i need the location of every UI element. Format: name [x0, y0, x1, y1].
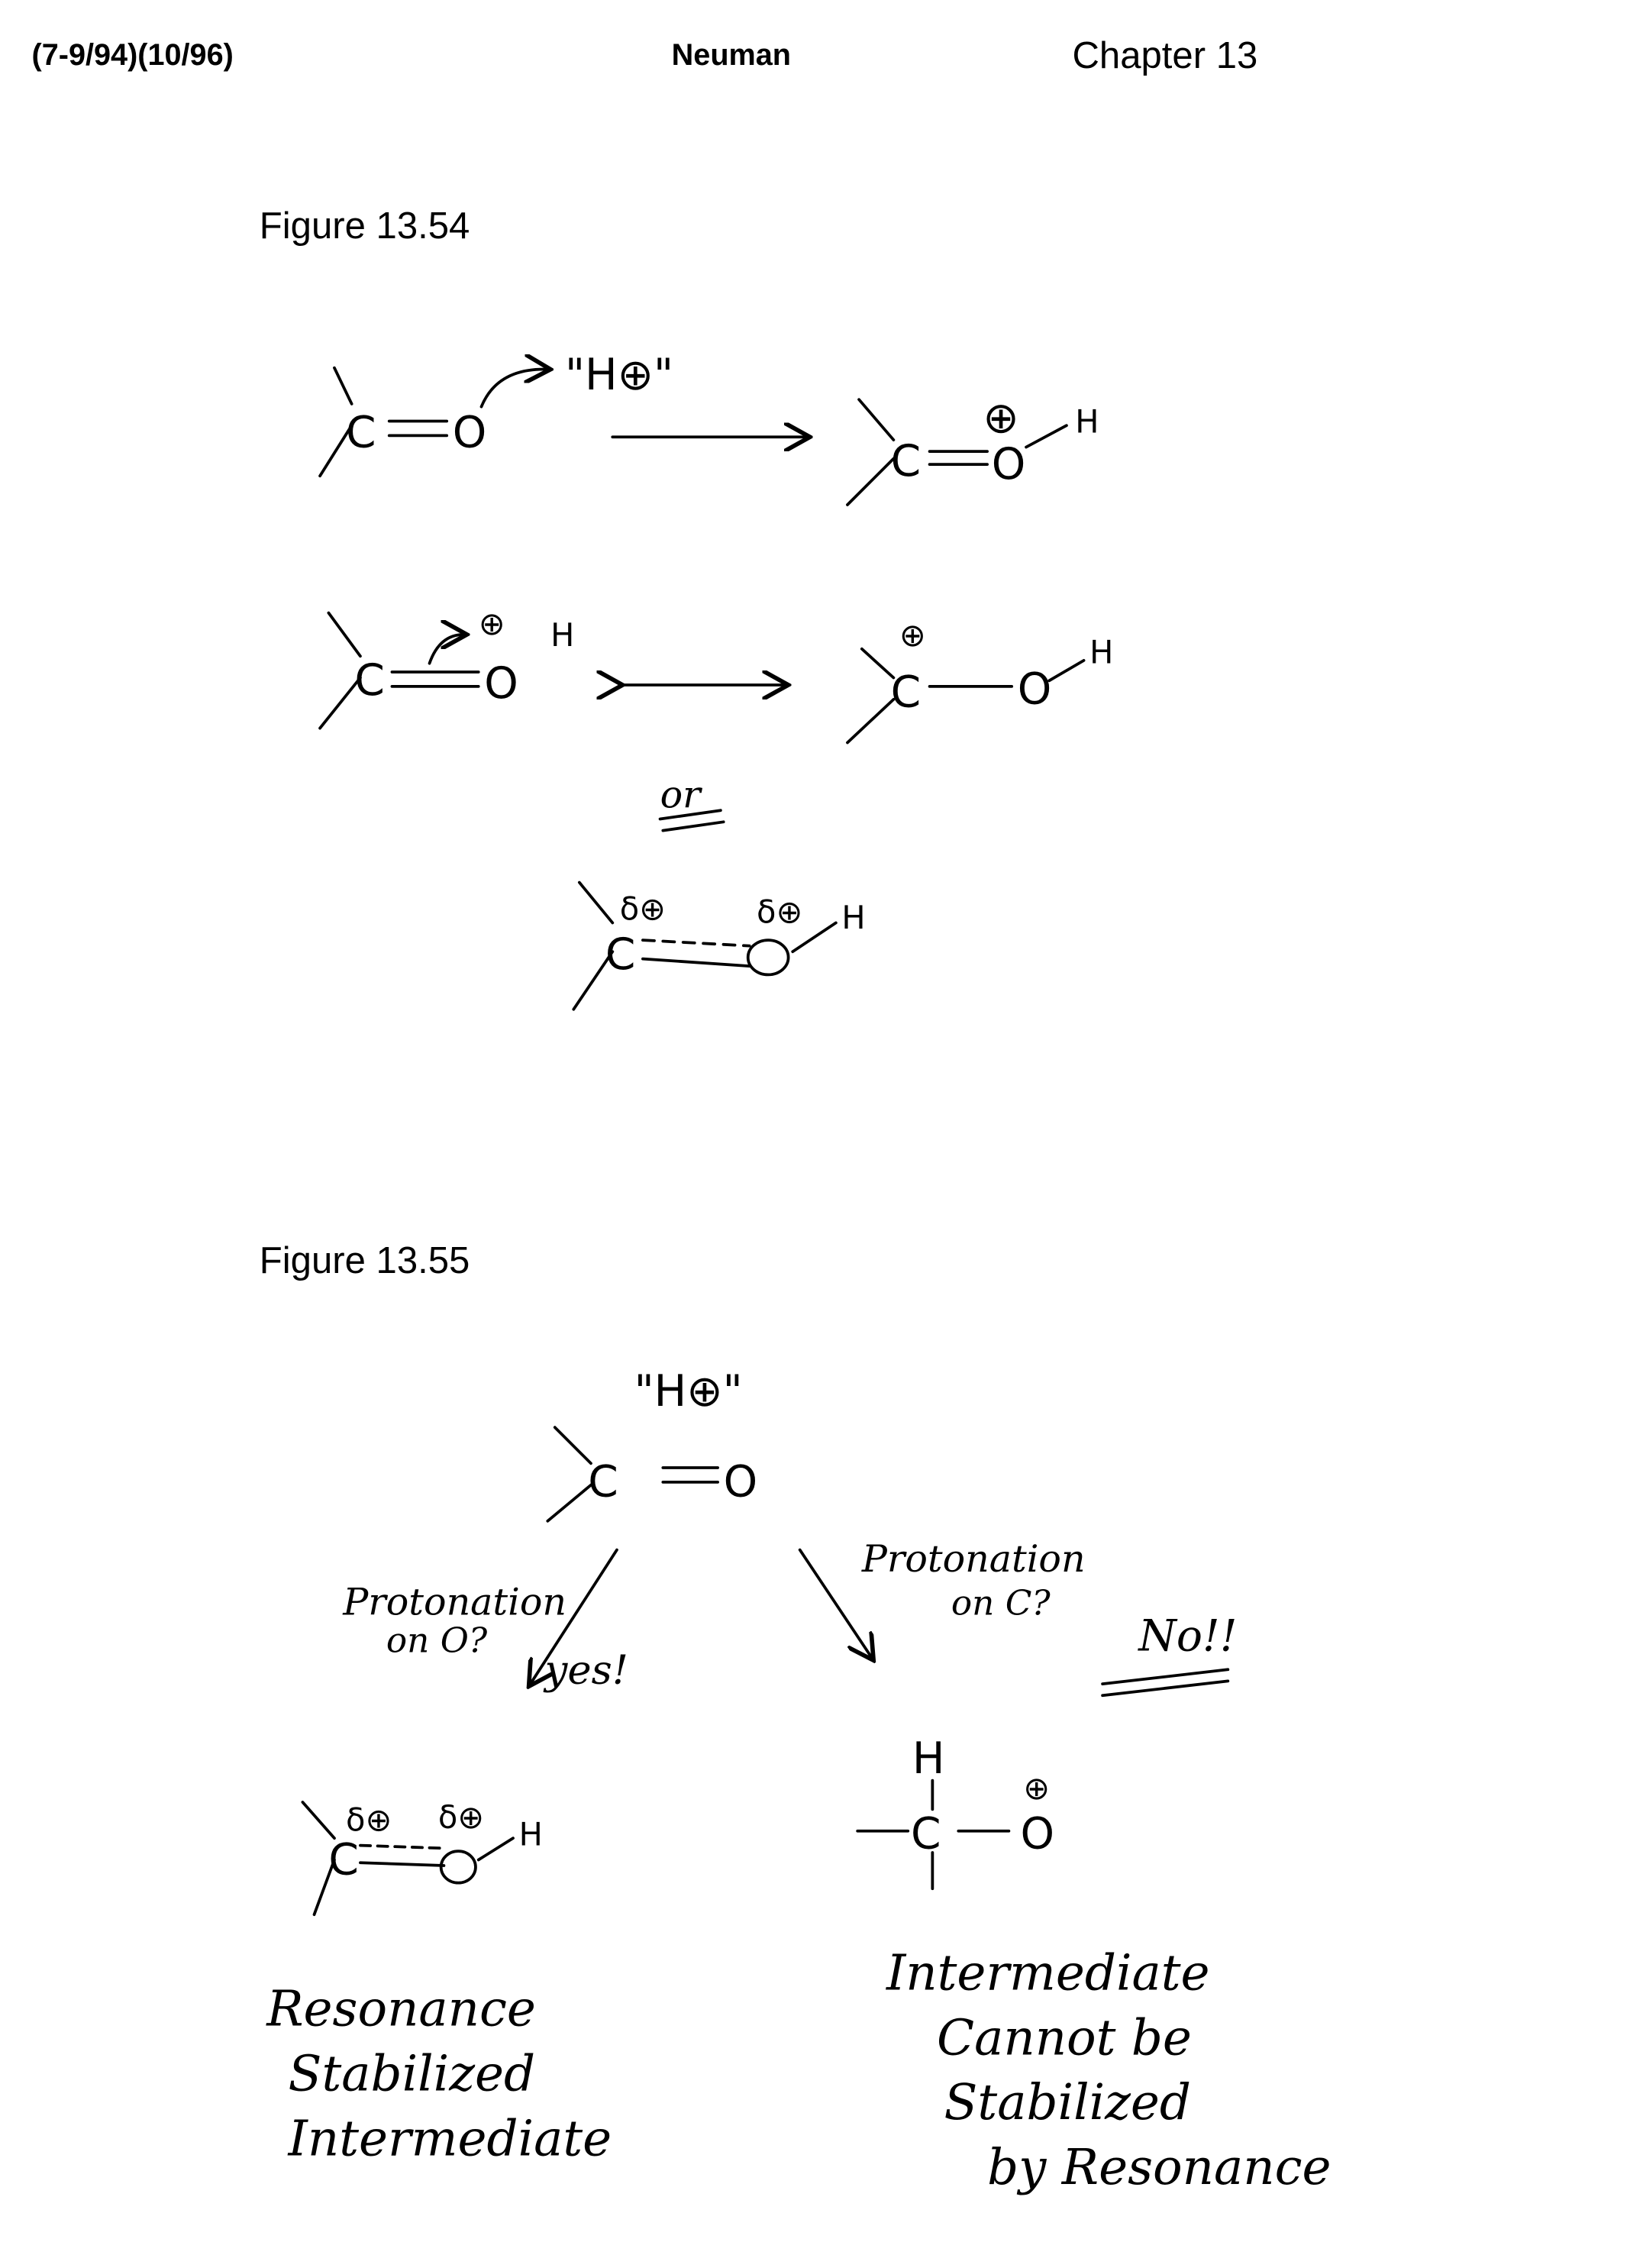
left-path: Protonation on O? yes! δ⊕ C δ⊕ H Resonan…	[266, 1548, 628, 2167]
left-question: Protonation	[342, 1580, 566, 1624]
carbon-label: C	[605, 929, 636, 980]
figure-13-54-reactant: C O "H⊕"	[318, 350, 807, 478]
or-label: or	[660, 772, 703, 816]
figure-13-54-resonance: C O ⊕ H C ⊕ O H or	[318, 605, 1113, 832]
hydrogen-label: H	[519, 1816, 543, 1853]
carbon-label: C	[911, 1808, 941, 1859]
figure-title-13-54: Figure 13.54	[260, 205, 470, 247]
carbon-label: C	[891, 436, 922, 486]
figure-title-13-55: Figure 13.55	[260, 1240, 470, 1281]
carbon-label: C	[588, 1457, 618, 1507]
oxygen-label: O	[484, 658, 518, 709]
right-caption-4: by Resonance	[987, 2139, 1331, 2196]
right-caption-2: Cannot be	[937, 2009, 1192, 2066]
carbon-label: C	[891, 667, 922, 717]
header-author: Neuman	[672, 38, 791, 72]
right-answer: No!!	[1137, 1611, 1237, 1662]
figure-13-55-reactant: "H⊕" C O	[546, 1366, 758, 1523]
left-caption-3: Intermediate	[288, 2110, 612, 2167]
oxygen-label: O	[992, 439, 1026, 489]
right-question-2: on C?	[951, 1583, 1051, 1623]
figure-13-54-product: C O ⊕ H	[846, 393, 1099, 506]
proton-label: "H⊕"	[565, 350, 673, 400]
plus-charge: ⊕	[983, 393, 1018, 444]
plus-charge: ⊕	[899, 616, 926, 654]
plus-charge: ⊕	[479, 605, 505, 642]
right-question: Protonation	[861, 1536, 1086, 1581]
figure-13-54-hybrid: δ⊕ C δ⊕ H	[572, 880, 866, 1011]
hydrogen-label: H	[912, 1733, 945, 1784]
oxygen-label: O	[453, 408, 487, 458]
proton-label: "H⊕"	[634, 1366, 743, 1417]
carbon-label: C	[354, 655, 385, 706]
carbon-label: C	[346, 408, 376, 458]
left-caption-2: Stabilized	[289, 2046, 536, 2103]
hydrogen-label: H	[1089, 634, 1113, 671]
hydrogen-label: H	[841, 899, 865, 936]
right-path: Protonation on C? No!! H C O ⊕ Intermedi…	[798, 1536, 1332, 2196]
delta-plus-oxygen: δ⊕	[438, 1798, 484, 1836]
delta-plus-carbon: δ⊕	[346, 1801, 392, 1839]
left-caption-1: Resonance	[266, 1981, 536, 2038]
delta-plus-oxygen: δ⊕	[757, 893, 802, 930]
hydrogen-label: H	[1075, 403, 1099, 441]
oxygen-label: O	[1021, 1808, 1055, 1859]
header-chapter: Chapter 13	[1072, 35, 1257, 76]
left-answer: yes!	[544, 1647, 628, 1694]
right-caption-3: Stabilized	[944, 2074, 1191, 2131]
header-dates: (7-9/94)(10/96)	[32, 38, 234, 72]
oxygen-label: O	[724, 1457, 758, 1507]
oxygen-label: O	[1018, 664, 1052, 715]
delta-plus-carbon: δ⊕	[620, 890, 666, 928]
left-question-2: on O?	[386, 1620, 488, 1661]
right-caption-1: Intermediate	[886, 1944, 1210, 2001]
carbon-label: C	[328, 1834, 359, 1885]
plus-charge: ⊕	[1023, 1769, 1050, 1807]
hydrogen-label: H	[550, 616, 574, 654]
